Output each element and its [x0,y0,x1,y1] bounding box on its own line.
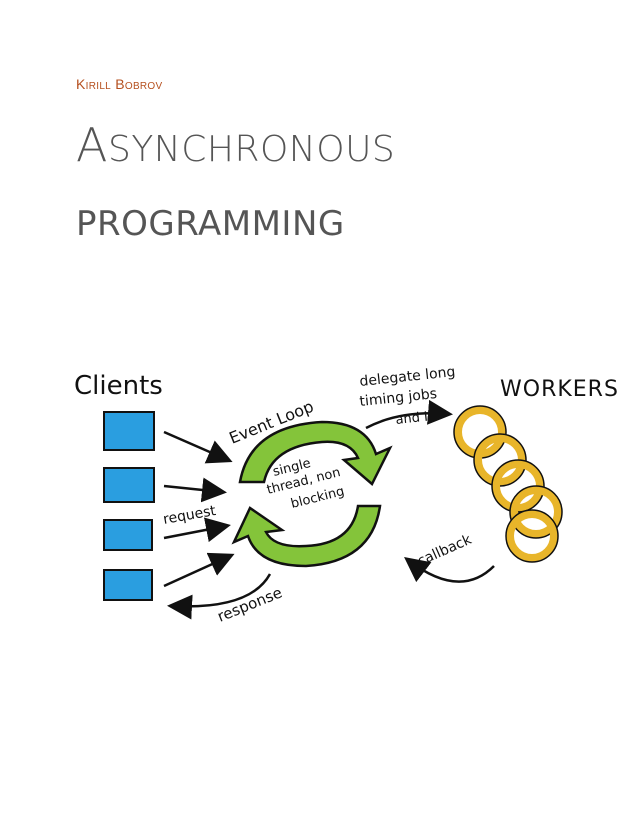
delegate-line3: and IO [395,409,439,428]
response-label: response [215,583,285,625]
client-box [103,519,153,551]
client-box [103,467,155,503]
event-loop-illustration: Clients request response Event Loop sing… [74,364,619,626]
title-rest: SYNCHRONOUS [107,129,396,170]
worker-cycles [453,405,563,563]
client-boxes [103,411,155,601]
worker-cycle [505,509,559,563]
book-title-line1: ASYNCHRONOUS [76,118,395,172]
title-first-letter: A [76,118,108,172]
book-title-line2: PROGRAMMING [76,204,345,244]
delegate-line1: delegate long [359,364,456,390]
worker-cycle [509,485,563,539]
author-name: Kirill Bobrov [76,76,163,92]
delegate-text: delegate long timing jobs and IO [359,364,456,428]
delegate-line2: timing jobs [359,386,438,410]
request-arrows [163,430,272,620]
callback-arrow [404,556,495,583]
workers-label: WORKERS [500,377,619,402]
client-box [103,411,155,451]
delegate-arrow [365,399,453,430]
event-loop-arrows [231,420,393,568]
client-box [103,569,153,601]
request-label: request [162,503,218,528]
callback-label: callback [415,531,475,569]
clients-label: Clients [74,371,163,401]
loop-center-text: single thread, non blocking [265,456,346,512]
